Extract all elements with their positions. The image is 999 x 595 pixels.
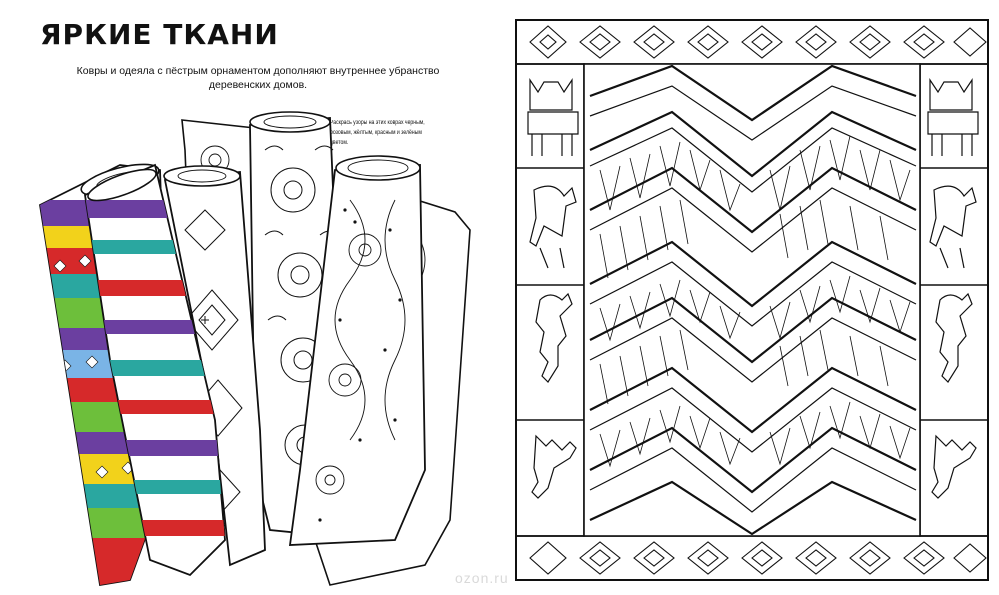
- instruction-line-2: розовым, жёлтым, красным и зелёным: [330, 130, 422, 136]
- zigzag-triangles: [599, 135, 911, 468]
- central-panel: [583, 63, 921, 537]
- bottom-band-diamonds: [529, 541, 987, 575]
- page-title: ЯРКИЕ ТКАНИ: [40, 18, 279, 51]
- animal-motifs-left: [527, 78, 579, 499]
- intro-text: Ковры и одеяла с пёстрым орнаментом допо…: [48, 64, 468, 92]
- floral-roll: [288, 155, 426, 546]
- instruction-line-1: Раскрась узоры на этих коврах чёрным,: [330, 120, 425, 126]
- top-band-diamonds: [529, 25, 987, 59]
- intro-line-1: Ковры и одеяла с пёстрым орнаментом допо…: [76, 65, 440, 77]
- animal-motifs-right: [927, 78, 979, 499]
- coloring-instruction: Раскрась узоры на этих коврах чёрным, ро…: [330, 118, 449, 148]
- instruction-line-3: цветом.: [330, 140, 349, 146]
- intro-line-2: деревенских домов.: [208, 79, 308, 91]
- zigzag-bands: [589, 64, 917, 536]
- watermark: ozon.ru: [455, 570, 509, 586]
